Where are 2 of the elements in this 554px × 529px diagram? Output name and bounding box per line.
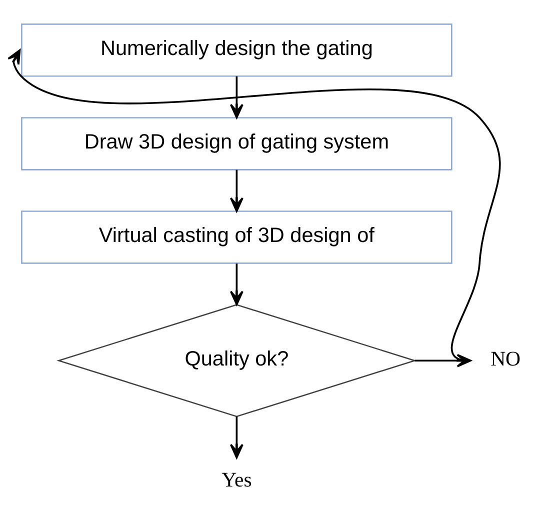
node-text: NO xyxy=(490,348,521,371)
node-text: Yes xyxy=(222,468,252,492)
